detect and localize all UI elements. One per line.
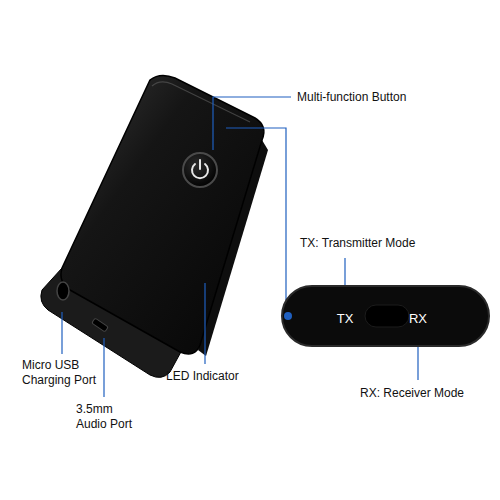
power-icon: [199, 160, 201, 169]
mode-label: RX: [409, 311, 427, 326]
device-highlight: [152, 82, 250, 122]
leader-line: [61, 312, 62, 354]
leader-line: [226, 128, 286, 300]
leader-line: [204, 283, 205, 364]
leader-line: [213, 97, 291, 150]
mode-label: TX: [337, 311, 354, 326]
mode-label: RX: Receiver Mode: [360, 386, 464, 401]
audio-port: [57, 282, 69, 300]
part-label: Micro USB Charging Port: [22, 358, 104, 388]
power-button: [183, 153, 217, 187]
mode-label: TX: Transmitter Mode: [300, 236, 415, 251]
part-label: Multi-function Button: [297, 90, 406, 105]
part-label: LED Indicator: [166, 369, 239, 384]
indicator-dot: [284, 312, 292, 320]
switch-panel: TX RX: [281, 285, 490, 347]
leader-line: [103, 338, 104, 397]
device-top-face: [61, 75, 264, 353]
panel-decoration: [283, 287, 488, 345]
mode-slider: [365, 305, 409, 327]
part-label: 3.5mm Audio Port: [76, 402, 144, 432]
usb-port: [92, 318, 109, 332]
